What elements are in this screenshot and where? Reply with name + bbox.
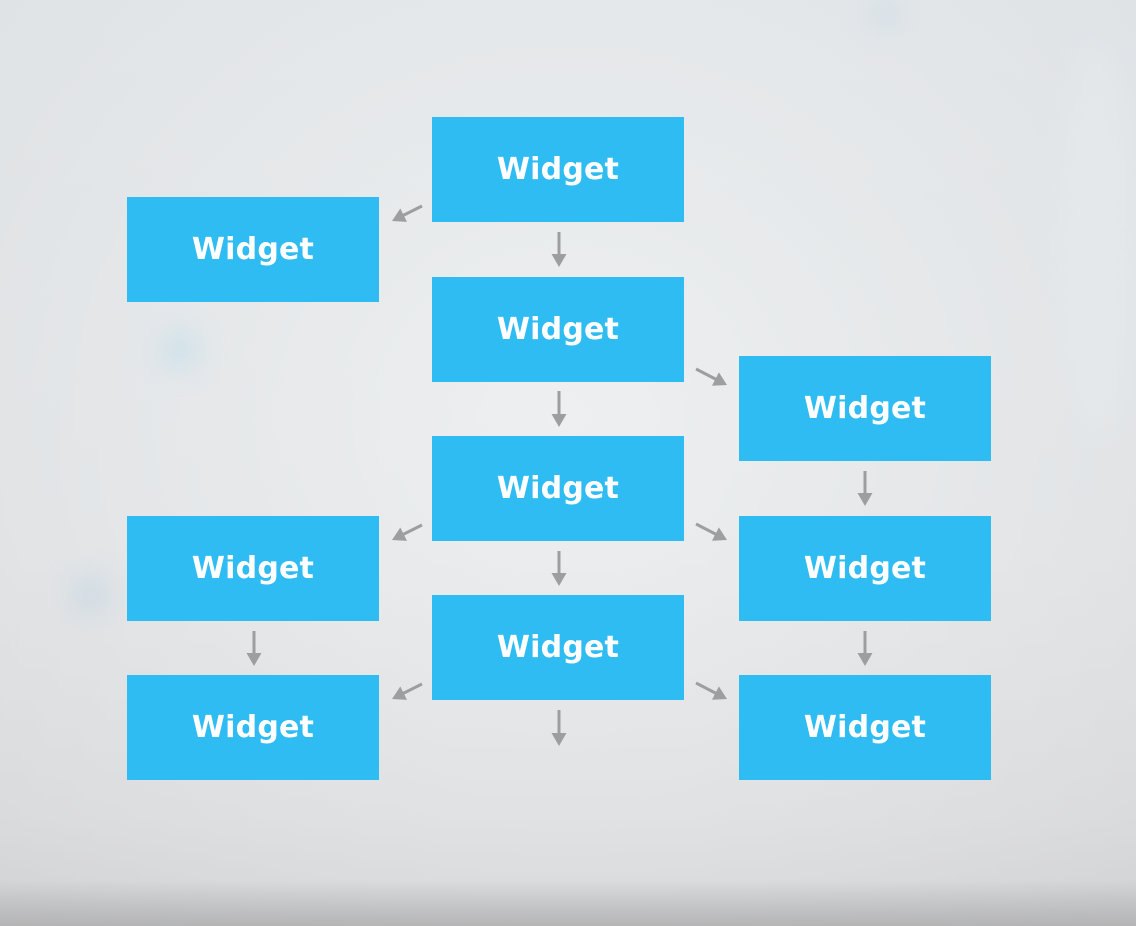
widget-node-center-2: Widget (432, 277, 684, 382)
widget-label: Widget (496, 471, 620, 506)
arrow-center-3-to-right-2 (695, 522, 727, 541)
widget-label: Widget (496, 312, 620, 347)
background-blur-spot (70, 575, 110, 615)
widget-label: Widget (191, 232, 315, 267)
widget-label: Widget (191, 710, 315, 745)
widget-node-root: Widget (432, 117, 684, 222)
arrow-center-4-to-left-3 (392, 682, 423, 700)
background-bottom-shade (0, 880, 1136, 926)
widget-label: Widget (496, 152, 620, 187)
widget-label: Widget (191, 551, 315, 586)
widget-node-right-2: Widget (739, 516, 991, 621)
arrow-right-2-to-right-3 (857, 631, 873, 666)
arrow-center-4-down (551, 710, 567, 746)
widget-label: Widget (496, 630, 620, 665)
widget-label: Widget (803, 710, 927, 745)
widget-node-right-3: Widget (739, 675, 991, 780)
arrow-center-4-to-right-3 (695, 681, 727, 700)
background-blur-spot (1060, 40, 1136, 440)
arrow-root-to-left-1 (392, 204, 423, 222)
arrow-center-2-to-center-3 (551, 391, 567, 427)
arrow-center-3-to-center-4 (551, 551, 567, 586)
widget-node-left-2: Widget (127, 516, 379, 621)
arrow-center-3-to-left-2 (392, 523, 423, 541)
widget-node-left-3: Widget (127, 675, 379, 780)
arrow-root-to-center-2 (551, 232, 567, 267)
arrow-center-2-to-right-1 (695, 367, 727, 386)
background-blur-spot (865, 0, 905, 30)
widget-node-right-1: Widget (739, 356, 991, 461)
arrow-left-2-to-left-3 (246, 631, 262, 666)
widget-node-left-1: Widget (127, 197, 379, 302)
background-blur-spot (160, 330, 200, 370)
widget-node-center-3: Widget (432, 436, 684, 541)
widget-label: Widget (803, 391, 927, 426)
widget-label: Widget (803, 551, 927, 586)
widget-node-center-4: Widget (432, 595, 684, 700)
arrow-right-1-to-right-2 (857, 471, 873, 506)
